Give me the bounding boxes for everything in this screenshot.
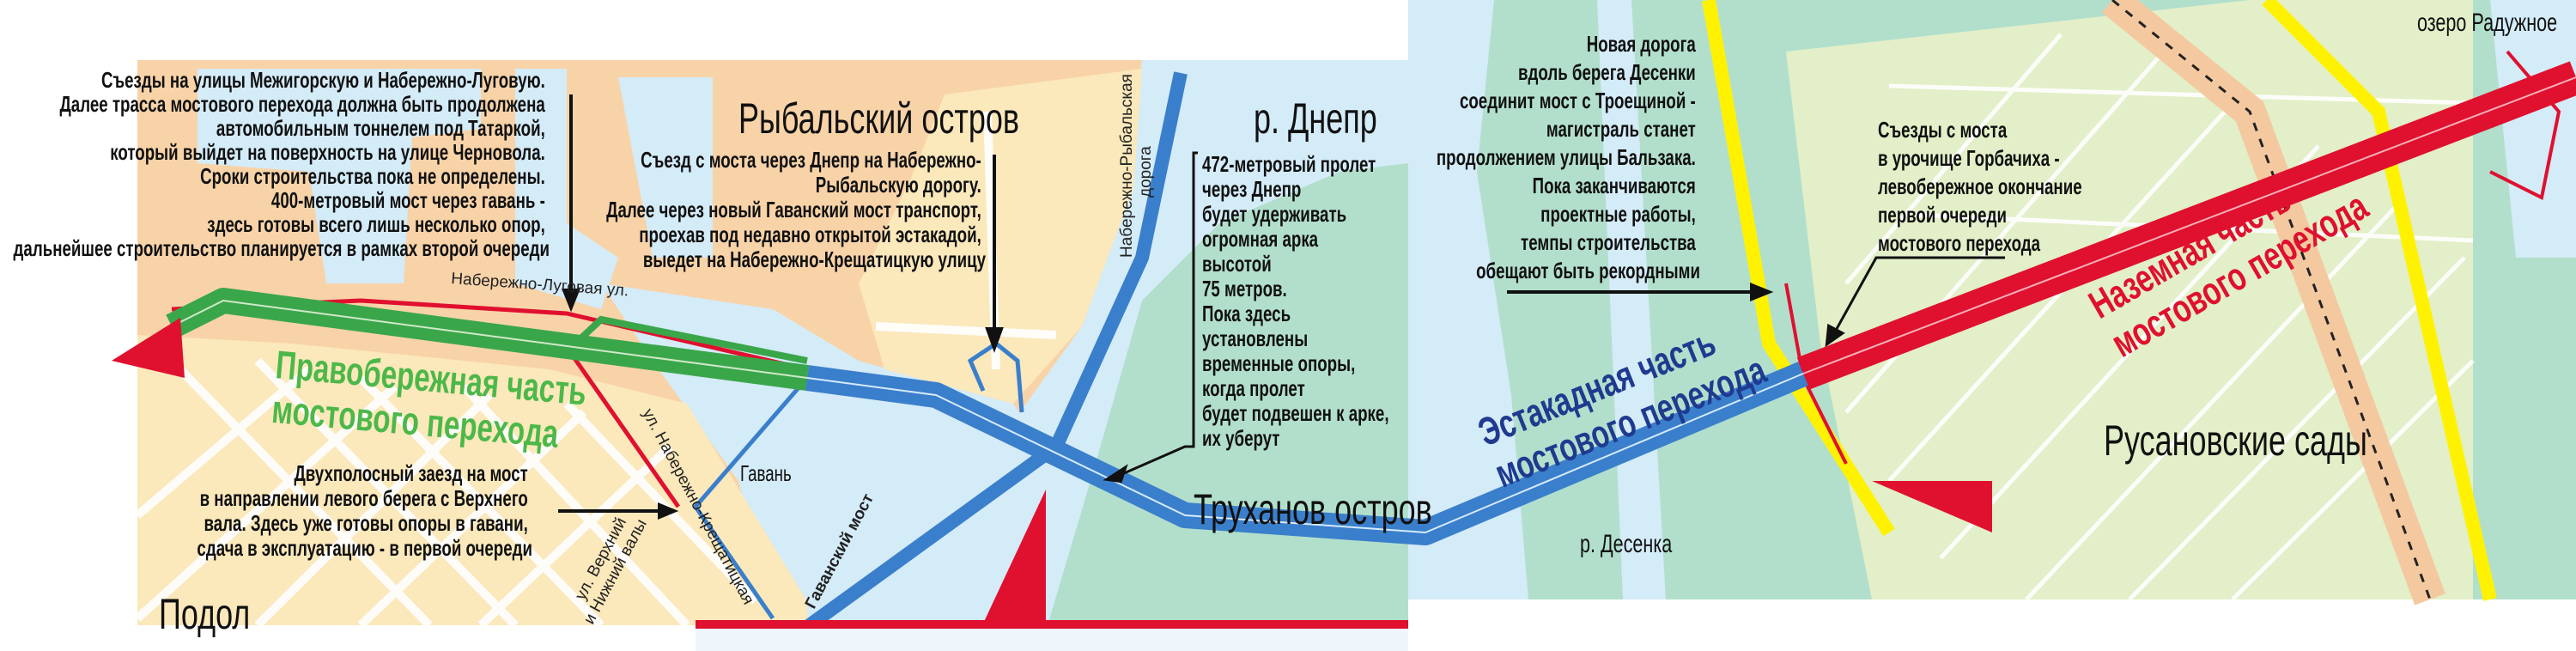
annotation-arrows — [558, 94, 2005, 520]
left-end-arrowhead — [112, 318, 185, 378]
annotation-exit-rybalsky: Съезд с моста через Днепр на Набережно- … — [606, 147, 986, 272]
new-road-east — [2262, 0, 2497, 601]
desenka-water — [1408, 0, 1528, 599]
right-map-panel — [1408, 0, 2576, 605]
raduzhnoe-lake — [2490, 0, 2576, 258]
gavan-ramp — [692, 376, 809, 620]
new-road-desenka — [1702, 0, 1895, 537]
left-map-panel — [112, 60, 1408, 633]
place-gavan: Гавань — [740, 460, 792, 486]
place-rusanovskie: Русановские сады — [2104, 417, 2367, 465]
trukhanov-island — [1048, 163, 1408, 625]
place-dnieper: р. Днепр — [1254, 95, 1377, 143]
water-lakes — [197, 69, 481, 283]
street-naberezhno-rybalska: Набережно-Рыбальскаядорога — [1118, 74, 1155, 258]
arch-marker — [983, 490, 1046, 624]
place-podol: Подол — [159, 591, 250, 638]
bottom-frame — [696, 620, 1408, 629]
rusanovskie-gardens — [1786, 0, 2473, 599]
place-rybalsky: Рыбальский остров — [738, 95, 1019, 143]
place-raduzhnoe: озеро Радужное — [2417, 7, 2557, 36]
annotation-exits-gorbachikha: Съезды с моста в урочище Горбачиха - лев… — [1878, 117, 2087, 256]
naberezhno-rybalska-road — [803, 71, 1188, 633]
annotation-span-472: 472-метровый пролет через Днепр будет уд… — [1202, 151, 1394, 451]
right-red-marker — [1872, 481, 1992, 532]
naberezhno-kreshchatitska-street — [556, 333, 681, 508]
annotation-left-ramps: Съезды на улицы Межигорскую и Набережно-… — [14, 67, 550, 261]
annotation-two-lane: Двухполосный заезд на мост в направлении… — [197, 460, 532, 561]
annotation-new-road: Новая дорога вдоль берега Десенки соедин… — [1437, 31, 1700, 283]
place-trukhanov: Труханов остров — [1194, 486, 1432, 533]
rybalsky-island — [859, 69, 1142, 404]
place-desenka: р. Десенка — [1580, 528, 1673, 557]
